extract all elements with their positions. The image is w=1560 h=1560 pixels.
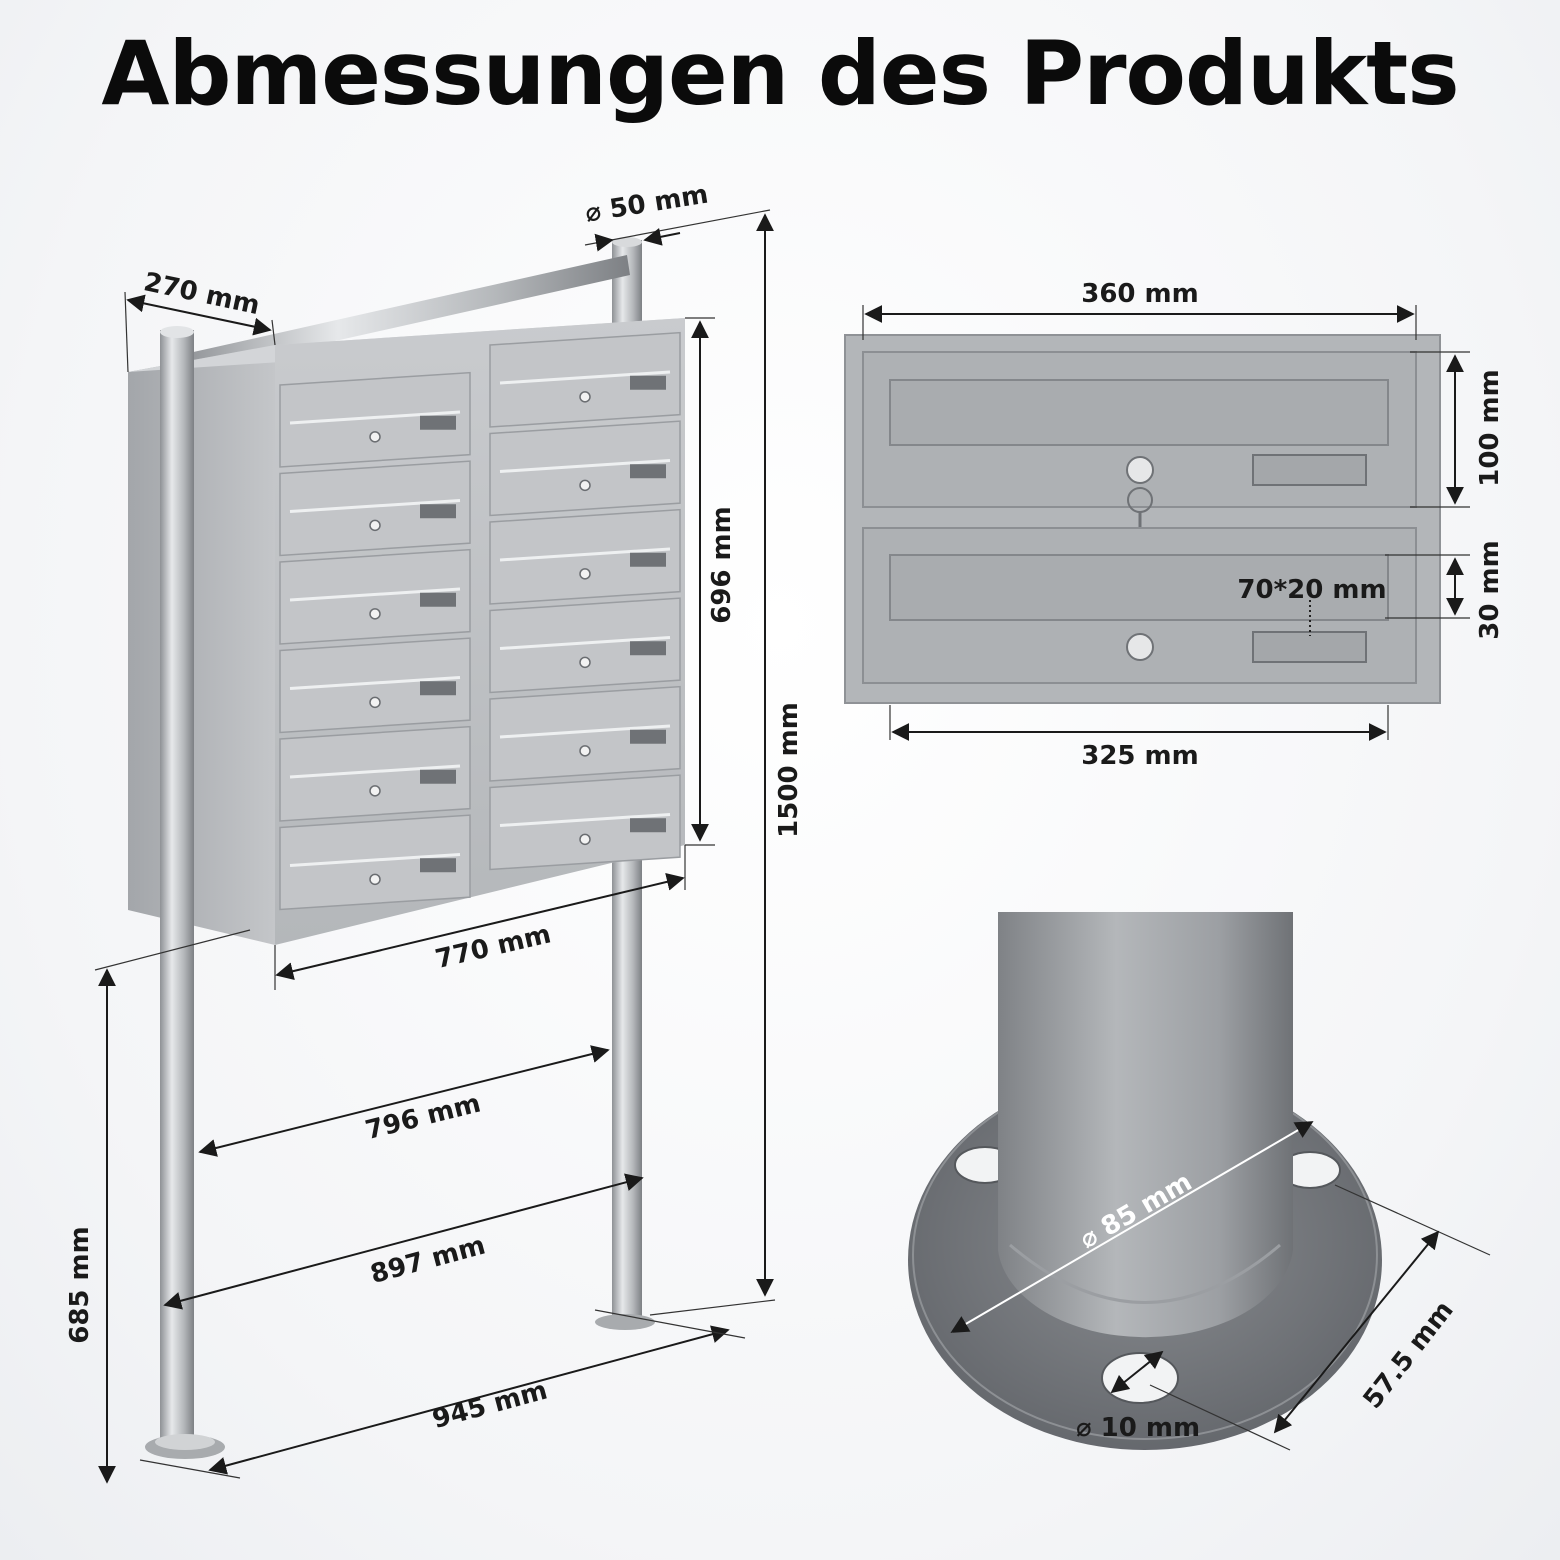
- upper-nameplate: [1252, 454, 1367, 486]
- label-ground-clearance: 685 mm: [65, 1226, 95, 1344]
- mail-slot: [499, 724, 671, 739]
- mailbox-stand-illustration: [128, 237, 685, 1459]
- label-hole-diameter: ⌀ 10 mm: [1076, 1413, 1200, 1443]
- lock-icon: [369, 431, 381, 443]
- lock-icon: [579, 745, 591, 757]
- mail-slot: [499, 547, 671, 562]
- label-unit-width: 360 mm: [1081, 279, 1199, 309]
- mail-slot: [289, 410, 461, 425]
- mounting-hole: [1101, 1352, 1179, 1404]
- nameplate: [420, 504, 456, 519]
- stand-dimension-lines: [94, 209, 776, 1484]
- nameplate: [630, 464, 666, 479]
- label-post-distance: 897 mm: [367, 1231, 488, 1290]
- lock-icon: [369, 519, 381, 532]
- label-foot-distance: 945 mm: [429, 1376, 550, 1435]
- lock-icon: [369, 873, 381, 886]
- lock-icon: [579, 391, 591, 403]
- mailbox-door: [489, 508, 681, 605]
- page-title: Abmessungen des Produkts: [101, 22, 1459, 125]
- mail-slot: [289, 852, 461, 867]
- nameplate: [420, 592, 456, 607]
- label-box-height: 696 mm: [707, 506, 737, 624]
- post-tube: [998, 912, 1293, 1338]
- label-total-height: 1500 mm: [774, 702, 804, 838]
- nameplate: [630, 375, 666, 390]
- lock-icon: [579, 568, 591, 580]
- mail-slot: [289, 587, 461, 602]
- mailbox-door: [489, 774, 681, 871]
- mailbox-doors: [279, 331, 681, 911]
- lock-icon: [579, 479, 591, 492]
- lower-nameplate: [1252, 631, 1367, 663]
- right-post-foot: [595, 1314, 655, 1330]
- mailbox-door: [279, 460, 471, 557]
- nameplate: [630, 729, 666, 744]
- nameplate: [630, 641, 666, 656]
- box-side: [128, 345, 275, 945]
- lock-icon: [369, 785, 381, 797]
- lock-icon: [369, 696, 381, 709]
- mail-slot: [499, 812, 671, 827]
- post-base-detail: [908, 912, 1491, 1451]
- label-box-width: 770 mm: [433, 919, 554, 975]
- mail-slot: [289, 764, 461, 779]
- lock-icon: [369, 608, 381, 620]
- nameplate: [630, 818, 666, 833]
- mail-slot: [289, 498, 461, 513]
- mail-slot: [499, 635, 671, 650]
- left-post: [160, 330, 194, 1440]
- upper-lock-icon: [1126, 456, 1154, 484]
- nameplate: [630, 552, 666, 567]
- nameplate: [420, 858, 456, 873]
- mailbox-door: [489, 597, 681, 694]
- label-slot-width: 325 mm: [1081, 741, 1199, 771]
- label-base-radius: 57.5 mm: [1358, 1296, 1460, 1415]
- lower-slot: [889, 554, 1389, 621]
- mailbox-unit-detail: [844, 305, 1470, 741]
- mailbox-door: [489, 685, 681, 782]
- mailbox-door: [489, 331, 681, 428]
- lock-icon: [579, 833, 591, 846]
- label-depth: 270 mm: [141, 267, 262, 321]
- mailbox-door: [279, 637, 471, 734]
- nameplate: [420, 681, 456, 696]
- mailbox-door: [279, 725, 471, 822]
- mail-slot: [289, 675, 461, 690]
- upper-slot: [889, 379, 1389, 446]
- label-post-diameter: ⌀ 50 mm: [583, 180, 710, 229]
- nameplate: [420, 415, 456, 430]
- mail-slot: [499, 370, 671, 385]
- mail-slot: [499, 458, 671, 473]
- label-nameplate: 70*20 mm: [1237, 575, 1386, 605]
- nameplate: [420, 769, 456, 784]
- label-unit-height: 100 mm: [1475, 369, 1505, 487]
- lower-lock-icon: [1126, 633, 1154, 661]
- mailbox-door: [279, 548, 471, 645]
- mailbox-door: [489, 420, 681, 517]
- label-slot-height: 30 mm: [1475, 540, 1505, 639]
- mailbox-door: [279, 371, 471, 468]
- lock-icon: [579, 656, 591, 669]
